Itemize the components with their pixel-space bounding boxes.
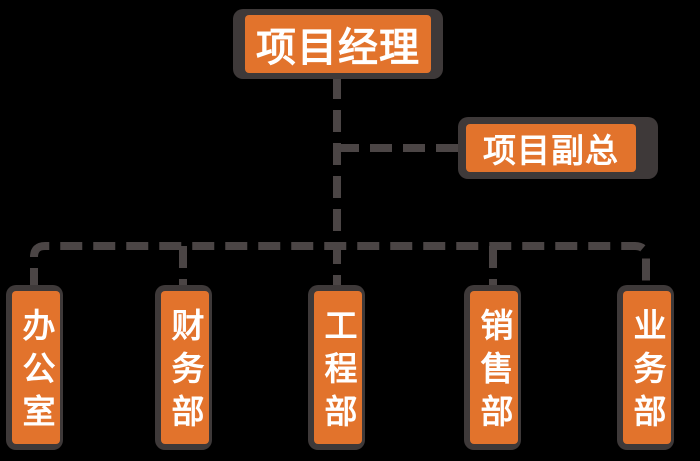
node-deputy-general-manager-label: 项目副总 bbox=[466, 124, 636, 172]
node-office-department: 办公室 bbox=[6, 285, 63, 450]
node-office-department-label: 办公室 bbox=[12, 291, 60, 444]
node-sales-department: 销售部 bbox=[464, 285, 521, 450]
node-finance-department-label: 财务部 bbox=[161, 291, 209, 444]
node-business-department-label: 业务部 bbox=[623, 291, 671, 444]
node-engineering-department: 工程部 bbox=[308, 285, 365, 450]
node-finance-department: 财务部 bbox=[155, 285, 212, 450]
connector-departments-header bbox=[30, 242, 650, 290]
node-sales-department-label: 销售部 bbox=[470, 291, 518, 444]
node-engineering-department-label: 工程部 bbox=[314, 291, 362, 444]
node-project-manager-label: 项目经理 bbox=[245, 15, 431, 73]
node-project-manager: 项目经理 bbox=[233, 9, 443, 79]
node-business-department: 业务部 bbox=[617, 285, 674, 450]
node-deputy-general-manager: 项目副总 bbox=[458, 117, 658, 179]
